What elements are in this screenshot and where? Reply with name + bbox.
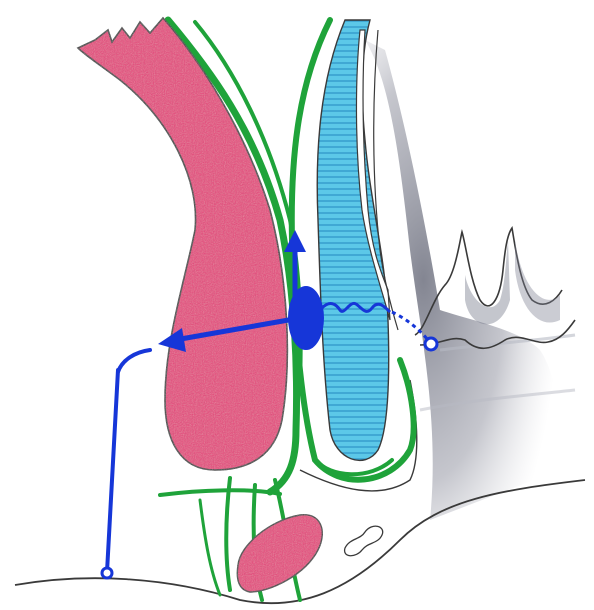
nerve-vertical-left: [107, 370, 118, 572]
mucosal-fold-gray-fill: [515, 240, 560, 323]
levator-muscle: [78, 18, 287, 470]
small-squiggle: [345, 526, 383, 556]
lower-fibers: [200, 500, 220, 595]
nerve-terminal-left: [102, 568, 112, 578]
lower-fibers: [226, 478, 230, 590]
gray-shaded-region: [365, 40, 560, 520]
node-blob-icon: [288, 286, 324, 350]
nerve-terminal-right: [425, 338, 437, 350]
nerve-curve-left: [118, 350, 150, 372]
lower-muscle-blob: [237, 515, 322, 592]
mucosa-column: [317, 20, 388, 460]
mucosal-fold-gray-fill: [465, 240, 510, 324]
lower-fibers: [160, 490, 280, 495]
